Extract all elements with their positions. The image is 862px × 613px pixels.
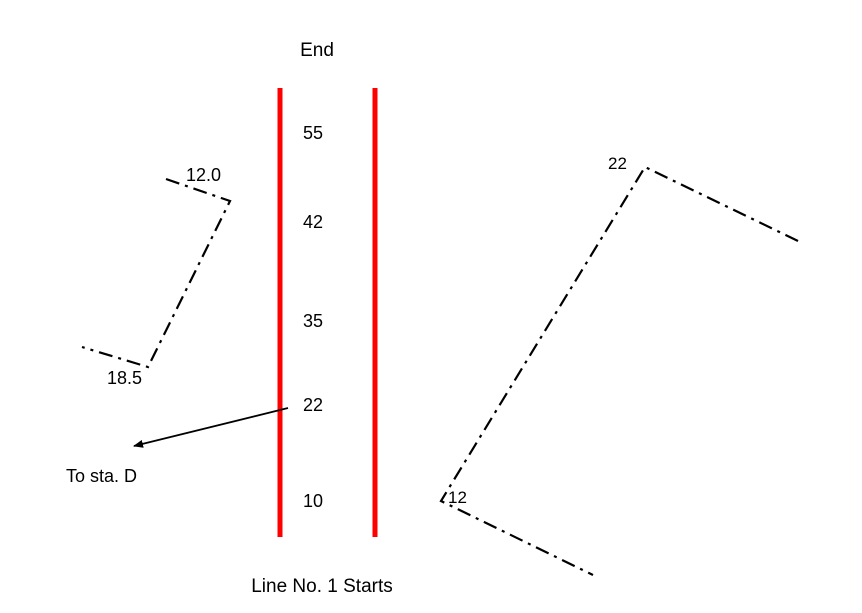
chainage-label-22: 22 — [303, 395, 323, 415]
chainage-label-55: 55 — [303, 123, 323, 143]
pointer-arrow — [133, 407, 289, 448]
title-label: End — [300, 40, 334, 61]
footer-label: Line No. 1 Starts — [251, 576, 393, 597]
left-offset-bottom-label: 18.5 — [107, 368, 142, 388]
left-offset-line — [81, 177, 232, 369]
pointer-label: To sta. D — [66, 466, 137, 486]
chainage-label-10: 10 — [303, 491, 323, 511]
chainage-label-42: 42 — [303, 212, 323, 232]
left-offset-top-label: 12.0 — [186, 165, 221, 185]
right-offset-bottom-label: 12 — [448, 488, 467, 507]
chainage-label-35: 35 — [303, 311, 323, 331]
right-offset-line — [439, 165, 799, 576]
right-offset-top-label: 22 — [608, 154, 627, 173]
